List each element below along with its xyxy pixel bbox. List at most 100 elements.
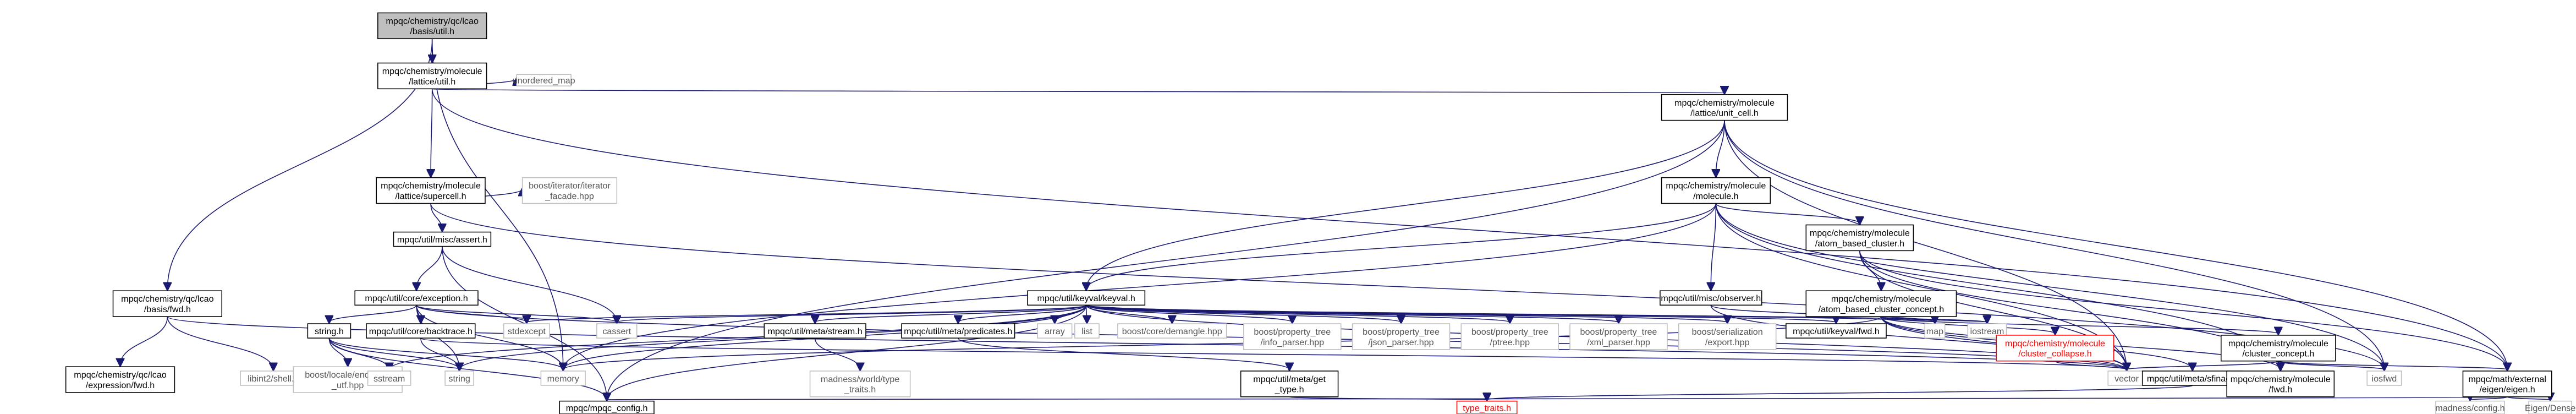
node-label: _utf.hpp — [331, 380, 364, 390]
edge-moleculeh-to-observer — [1711, 203, 1717, 289]
node-box — [503, 323, 550, 339]
node-abc[interactable]: mpqc/chemistry/molecule/atom_based_clust… — [1805, 224, 1914, 252]
edge-eigen-to-config — [607, 397, 2508, 400]
node-label: /lattice/unit_cell.h — [1690, 108, 1759, 118]
node-clcollapse[interactable]: mpqc/chemistry/molecule/cluster_collapse… — [1996, 335, 2114, 362]
node-ptree: boost/property_tree/ptree.hpp — [1460, 323, 1559, 350]
node-sstream: sstream — [367, 371, 411, 386]
node-keyval[interactable]: mpqc/util/keyval/keyval.h — [1027, 290, 1146, 306]
node-metaget[interactable]: mpqc/util/meta/get_type.h — [1240, 371, 1339, 397]
node-label: /eigen/eigen.h — [2479, 385, 2535, 395]
node-label: mpqc/chemistry/molecule — [2005, 339, 2105, 348]
node-box — [559, 400, 655, 414]
node-label: /lattice/supercell.h — [396, 191, 466, 201]
node-label: _traits.h — [844, 385, 876, 395]
node-backtrace[interactable]: mpqc/util/core/backtrace.h — [366, 323, 476, 339]
edge-unitcell-to-eigen — [1724, 120, 2507, 370]
node-eigen[interactable]: mpqc/math/external/eigen/eigen.h — [2462, 371, 2552, 397]
edge-assert-to-cassert — [442, 246, 617, 323]
node-label: /atom_based_cluster.h — [1815, 238, 1904, 248]
node-config[interactable]: mpqc/mpqc_config.h — [559, 400, 655, 414]
node-exception[interactable]: mpqc/util/core/exception.h — [354, 290, 479, 306]
node-keyvalfwd[interactable]: mpqc/util/keyval/fwd.h — [1786, 323, 1887, 339]
edge-keyval-to-cassert — [617, 304, 1087, 322]
node-supercell[interactable]: mpqc/chemistry/molecule/lattice/supercel… — [376, 177, 486, 204]
node-unordered_map: unordered_map — [513, 74, 575, 86]
node-box — [1456, 400, 1518, 414]
node-box — [1569, 323, 1668, 350]
node-box — [1240, 371, 1339, 397]
node-abcc[interactable]: mpqc/chemistry/molecule/atom_based_clust… — [1805, 290, 1957, 317]
node-box — [377, 62, 487, 90]
node-label: madness/config.h — [2435, 403, 2504, 413]
edge-abc-to-eigen — [1859, 250, 2507, 369]
node-predicates[interactable]: mpqc/util/meta/predicates.h — [901, 323, 1015, 339]
node-label: /atom_based_cluster_concept.h — [1819, 304, 1945, 314]
node-label: string.h — [315, 326, 344, 336]
edge-exception-to-memory — [416, 305, 563, 369]
edge-unitcell-to-iosfwd — [1724, 120, 2384, 370]
node-label: mpqc/chemistry/molecule — [382, 67, 482, 77]
node-box — [1805, 290, 1957, 317]
edge-basisfwd-to-libint — [167, 317, 273, 369]
node-observer[interactable]: mpqc/util/misc/observer.h — [1660, 290, 1762, 306]
node-moleculeh[interactable]: mpqc/chemistry/molecule/molecule.h — [1661, 177, 1771, 204]
node-stdexcept: stdexcept — [503, 323, 550, 339]
edge-keyval-to-infoparser — [1085, 304, 1293, 322]
node-label: /expression/fwd.h — [86, 380, 155, 390]
node-box — [901, 323, 1015, 339]
node-box — [2226, 371, 2335, 397]
node-label: boost/iterator/iterator — [529, 181, 611, 191]
node-stream[interactable]: mpqc/util/meta/stream.h — [764, 323, 866, 339]
edge-keyval-to-iostream — [1085, 304, 1987, 322]
node-clconcept[interactable]: mpqc/chemistry/molecule/cluster_concept.… — [2221, 335, 2336, 362]
edge-eigen-to-madconfig — [2470, 397, 2508, 400]
node-label: _facade.hpp — [545, 191, 594, 201]
node-label: _type.h — [1275, 385, 1304, 395]
node-label: iostream — [1970, 326, 2004, 336]
node-label: boost/property_tree — [1580, 327, 1657, 337]
node-exprfwd[interactable]: mpqc/chemistry/qc/lcao/expression/fwd.h — [65, 366, 175, 393]
edge-utilh-to-memory — [431, 39, 563, 369]
node-box — [1027, 290, 1146, 306]
nodes-layer: mpqc/chemistry/qc/lcao/basis/util.h mpqc/… — [65, 12, 2575, 414]
node-box — [540, 371, 586, 386]
node-unitcell[interactable]: mpqc/chemistry/molecule/lattice/unit_cel… — [1661, 94, 1788, 121]
node-sfinae[interactable]: mpqc/util/meta/sfinae.h — [2141, 371, 2243, 386]
node-box — [1678, 323, 1777, 350]
edge-keyval-to-ptree — [1085, 304, 1510, 322]
edge-keyval-to-jsonparser — [1085, 304, 1401, 322]
node-label: string — [448, 374, 470, 384]
node-madness: madness/world/type_traits.h — [809, 371, 911, 397]
edge-stream-to-madness — [814, 337, 860, 369]
node-basisfwd[interactable]: mpqc/chemistry/qc/lcao/basis/fwd.h — [112, 290, 223, 317]
node-label: /xml_parser.hpp — [1587, 337, 1650, 347]
node-stringh[interactable]: string.h — [307, 323, 351, 339]
node-list: list — [1074, 323, 1100, 339]
node-box — [2221, 335, 2336, 362]
edge-eigen-to-eigendense — [2507, 397, 2550, 400]
node-boostiter: boost/iterator/iterator_facade.hpp — [521, 177, 618, 204]
node-utilh[interactable]: mpqc/chemistry/qc/lcao/basis/util.h — [377, 12, 487, 40]
node-latticeutil[interactable]: mpqc/chemistry/molecule/lattice/util.h — [377, 62, 487, 90]
node-label: mpqc/util/keyval/keyval.h — [1037, 293, 1135, 303]
edge-unitcell-to-keyval — [1086, 120, 1725, 290]
node-typetraits[interactable]: type_traits.h — [1456, 400, 1518, 414]
node-label: array — [1045, 326, 1065, 336]
node-label: mpqc/util/core/exception.h — [365, 293, 468, 303]
node-box — [1661, 94, 1788, 121]
node-molfwd[interactable]: mpqc/chemistry/molecule/fwd.h — [2226, 371, 2335, 397]
node-box — [1117, 323, 1227, 339]
node-label: /basis/util.h — [410, 26, 454, 36]
edge-supercell-to-assert — [430, 203, 442, 230]
node-label: libint2/shell.h — [248, 374, 299, 384]
node-memory: memory — [540, 371, 586, 386]
node-jsonparser: boost/property_tree/json_parser.hpp — [1352, 323, 1451, 350]
node-box — [516, 74, 572, 86]
node-label: boost/property_tree — [1254, 327, 1331, 337]
node-assert[interactable]: mpqc/util/misc/assert.h — [393, 231, 492, 247]
node-label: cassert — [602, 326, 631, 336]
node-label: mpqc/util/meta/stream.h — [768, 326, 863, 336]
node-box — [764, 323, 866, 339]
